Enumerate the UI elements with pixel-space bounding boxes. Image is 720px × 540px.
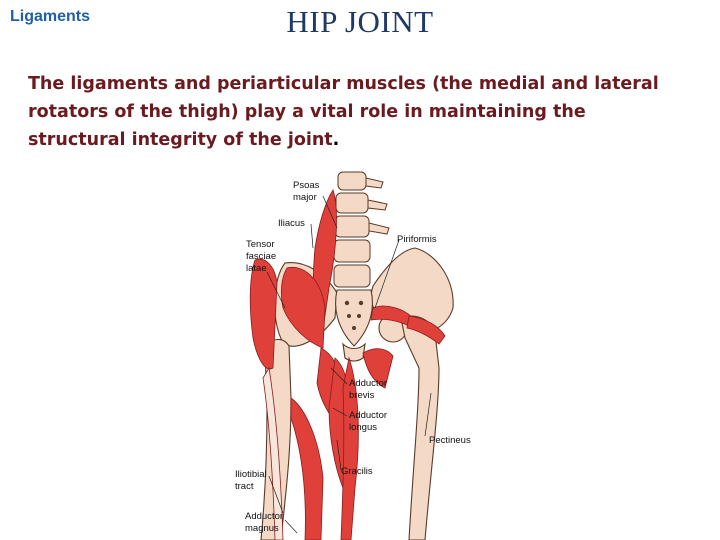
sacral-foramen: [352, 326, 356, 330]
vertebra: [335, 192, 369, 214]
vertebra: [333, 264, 371, 288]
muscles: [249, 189, 446, 540]
pectineus: [362, 348, 394, 389]
body-paragraph-period: .: [332, 130, 340, 150]
gracilis: [340, 356, 359, 540]
leader-adductor-longus: [332, 407, 348, 417]
vertebral-column: [333, 171, 390, 288]
label-adductor-longus-2: longus: [349, 422, 377, 433]
leader-adductor-brevis: [330, 367, 348, 385]
leader-iliotibial: [268, 475, 284, 514]
leader-tensor: [266, 271, 286, 309]
label-piriformis: Piriformis: [397, 234, 437, 245]
label-psoas-2: major: [293, 192, 317, 203]
vertebra: [334, 215, 370, 238]
sacral-foramen: [358, 300, 364, 306]
vertebra: [337, 171, 367, 191]
sacral-foramen: [347, 314, 351, 318]
label-adductor-brevis-2: brevis: [349, 390, 375, 401]
label-iliotibial-1: Iliotibial: [235, 469, 267, 480]
label-tensor-3: latae: [246, 263, 267, 274]
label-adductor-magnus-1: Adductor: [245, 511, 283, 522]
tensor-fasciae-latae: [249, 258, 278, 370]
leader-pectineus: [424, 392, 432, 437]
transverse-processes: [365, 177, 390, 235]
leader-lines: [266, 195, 432, 534]
label-adductor-brevis-1: Adductor: [349, 378, 387, 389]
leader-psoas: [322, 195, 338, 229]
sacral-foramen: [357, 314, 361, 318]
sacral-foramen: [344, 300, 350, 306]
leader-iliacus: [310, 223, 314, 249]
iliacus: [280, 266, 326, 349]
figure-labels: Psoas major Iliacus Piriformis Tensor fa…: [235, 180, 471, 534]
section-tag: Ligaments: [10, 8, 91, 25]
label-adductor-magnus-2: magnus: [245, 523, 279, 534]
slide-title: HIP JOINT: [286, 4, 434, 39]
left-femur: [378, 313, 440, 540]
hip-muscles-illustration: Psoas major Iliacus Piriformis Tensor fa…: [225, 168, 485, 540]
label-iliotibial-2: tract: [235, 481, 254, 492]
femur-shaft: [400, 315, 440, 540]
label-adductor-longus-1: Adductor: [349, 410, 387, 421]
piriformis-left: [406, 315, 446, 345]
leader-piriformis: [374, 239, 400, 309]
leader-gracilis: [336, 439, 342, 471]
hip-muscles-svg: Psoas major Iliacus Piriformis Tensor fa…: [235, 171, 471, 540]
body-paragraph: The ligaments and periarticular muscles …: [28, 70, 688, 154]
iliotibial-tract: [262, 366, 284, 540]
leader-adductor-magnus: [284, 519, 298, 534]
vertebra: [333, 239, 371, 263]
label-tensor-2: fasciae: [246, 251, 276, 262]
label-gracilis: Gracilis: [341, 466, 373, 477]
sacrum: [335, 289, 373, 347]
label-tensor-1: Tensor: [246, 239, 275, 250]
label-iliacus: Iliacus: [278, 218, 305, 229]
label-pectineus: Pectineus: [429, 435, 471, 446]
label-psoas-1: Psoas: [293, 180, 320, 191]
body-paragraph-text: The ligaments and periarticular muscles …: [28, 74, 659, 150]
adductor-magnus: [290, 397, 324, 540]
